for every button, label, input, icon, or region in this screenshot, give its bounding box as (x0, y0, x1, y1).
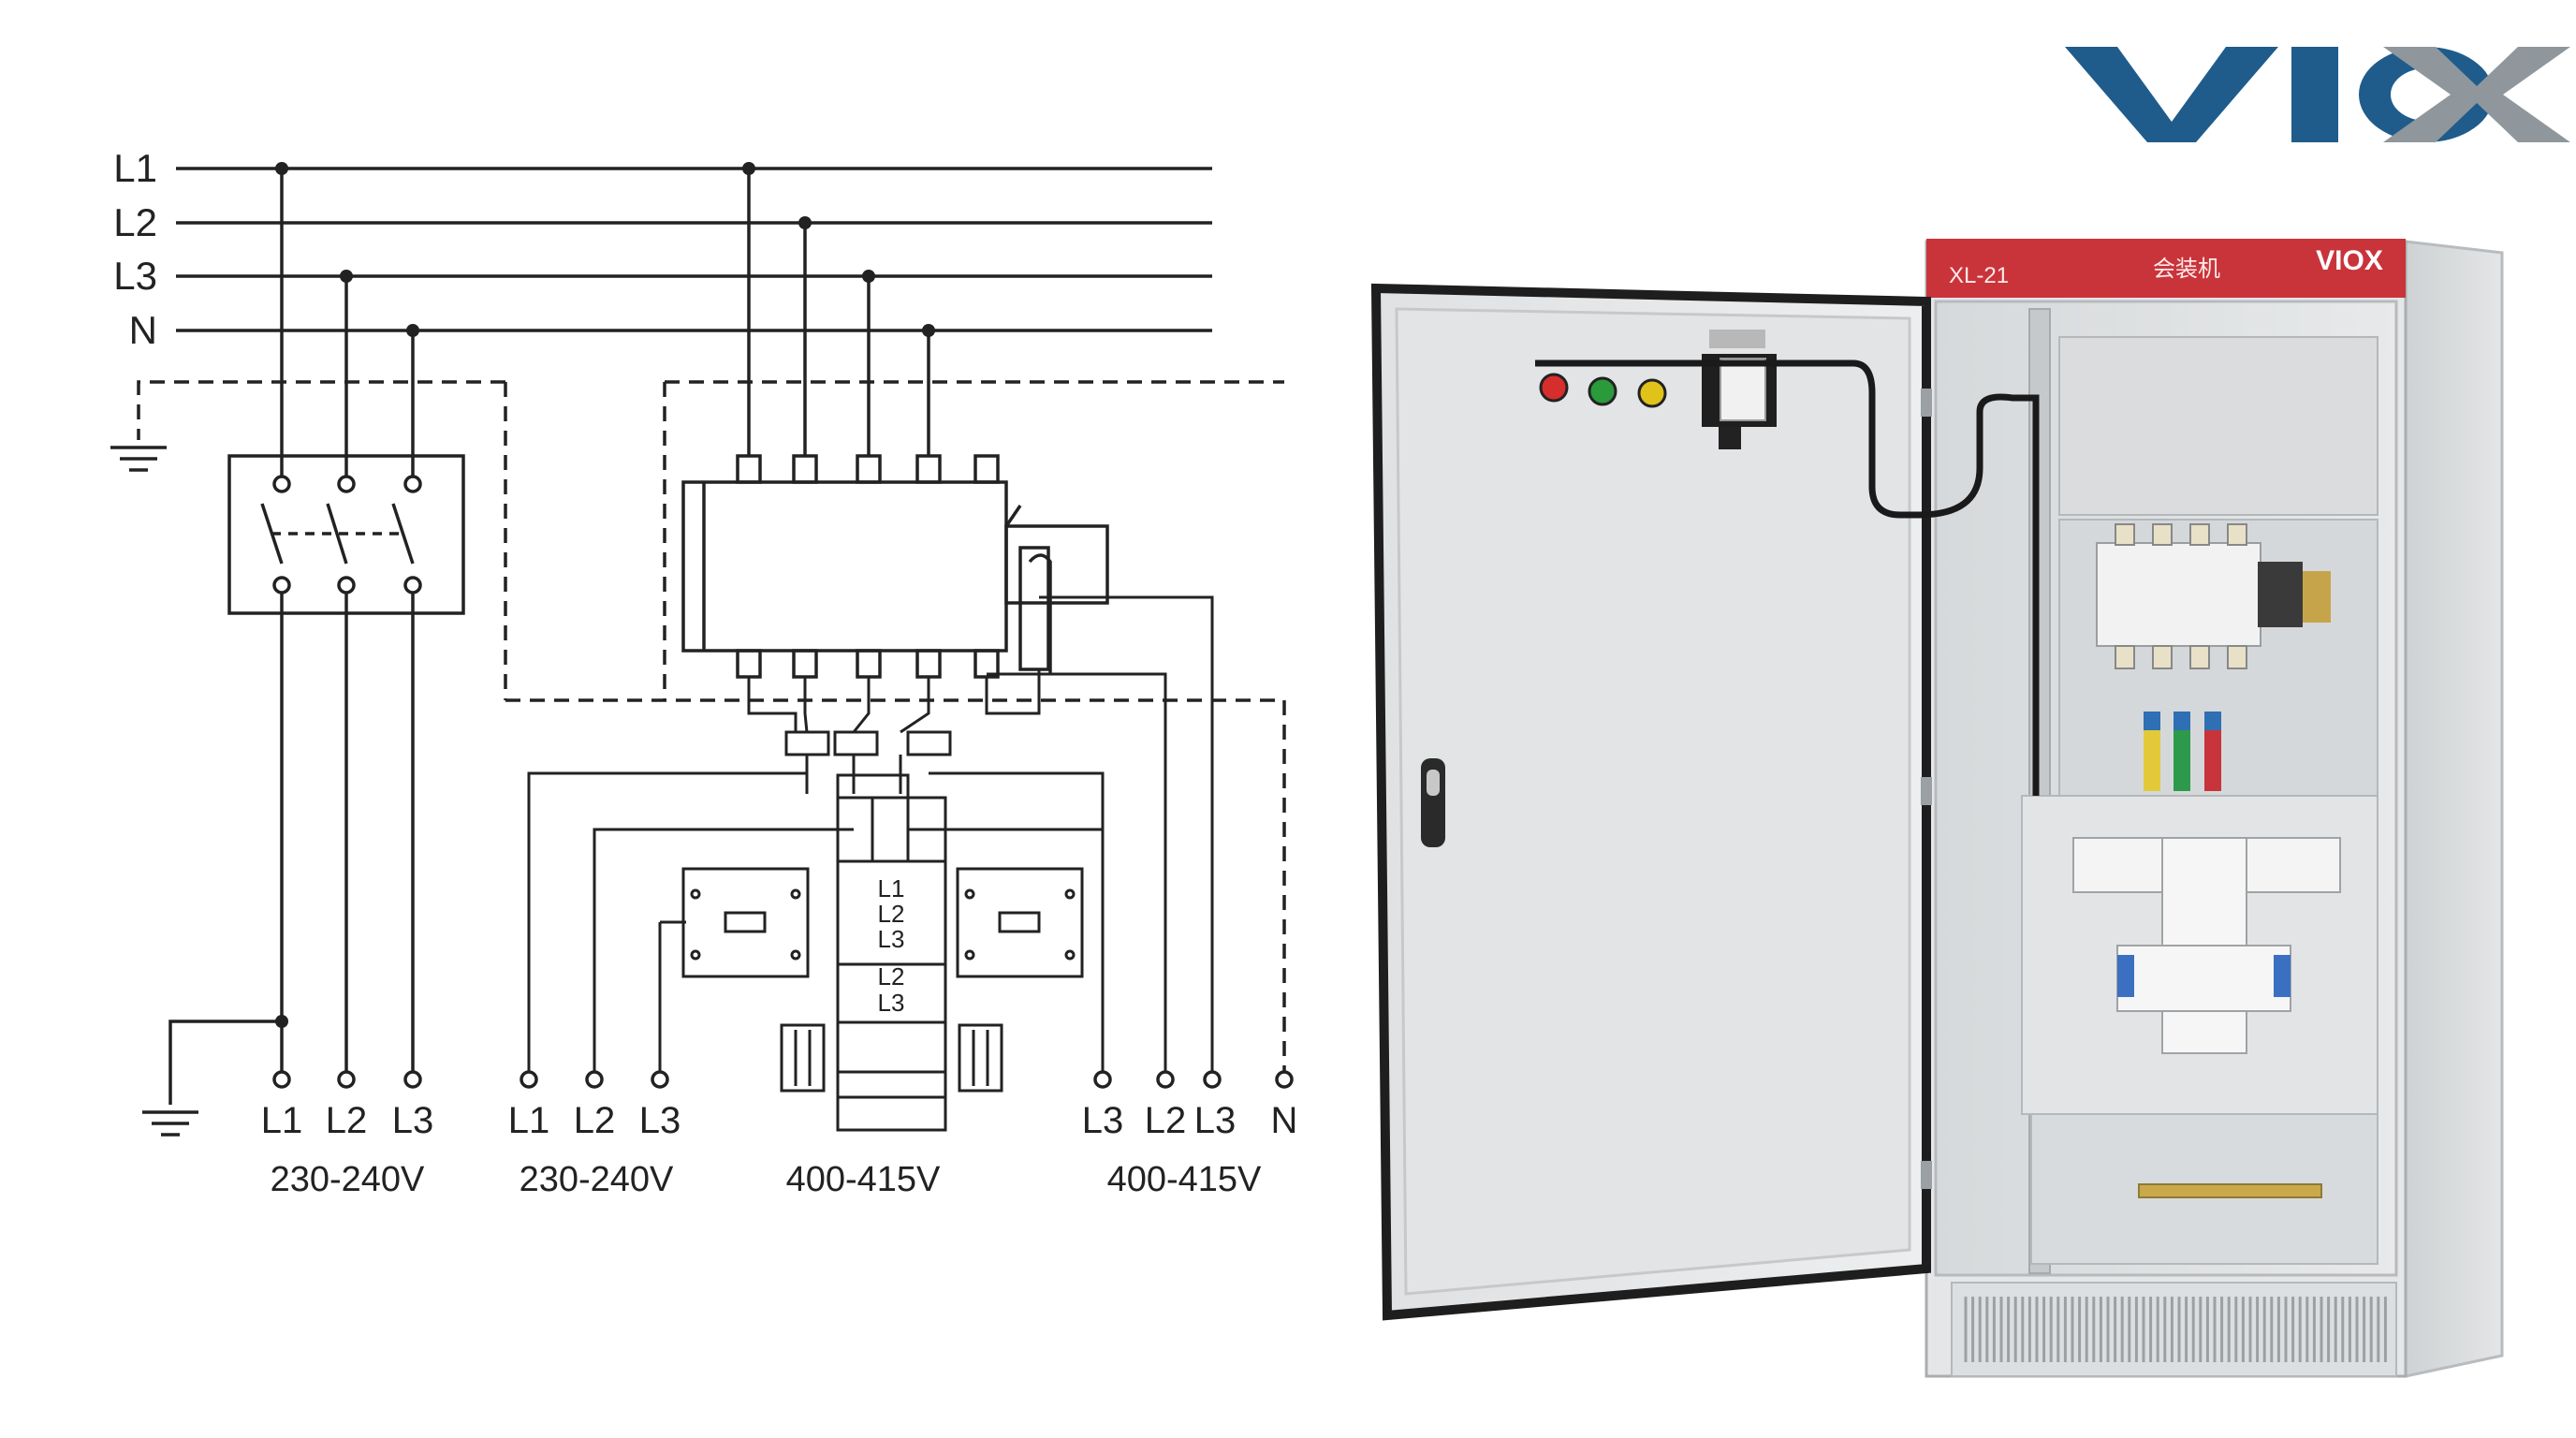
cabinet-breakers (2072, 837, 2341, 1054)
cabinet-cable-bundle (2144, 712, 2221, 791)
cabinet-wiring (1918, 393, 2040, 796)
cabinet-model: XL-21 (1949, 263, 2009, 288)
side-breaker-right (956, 867, 1084, 978)
viox-logo (2065, 47, 2570, 142)
breaker-label-5: L3 (878, 989, 905, 1017)
hinge-bottom (1921, 1161, 1932, 1189)
output-4-terminal-l3b: L3 (1194, 1100, 1237, 1141)
indicator-lights (1539, 373, 1667, 408)
voltage-labels: 230-240V 230-240V 400-415V 400-415V (271, 1160, 1262, 1199)
output-1-terminal-l3: L3 (392, 1100, 434, 1141)
ground-symbol-top (110, 380, 505, 472)
bus-label-l1: L1 (113, 146, 157, 190)
breaker-label-2: L2 (878, 900, 905, 928)
hinge-top (1921, 389, 1932, 417)
output-1-terminal-l2: L2 (326, 1100, 368, 1141)
output-2-terminal-l2: L2 (574, 1100, 616, 1141)
indicator-green-icon (1588, 376, 1617, 406)
breaker-stack (836, 796, 947, 1132)
output-terminal-labels: L1 L2 L3 L1 L2 L3 L3 L2 L3 N (261, 1100, 1298, 1141)
bus-label-l2: L2 (113, 200, 157, 244)
transformer-left (780, 1023, 826, 1093)
output-4-terminal-l2: L2 (1145, 1100, 1187, 1141)
bus-labels: L1 L2 L3 N (113, 146, 157, 352)
bus-label-n: N (129, 308, 157, 352)
cabinet-transfer-switch (2096, 523, 2331, 669)
breaker-label-1: L1 (878, 874, 905, 902)
terminal-circles (272, 1070, 1294, 1089)
transfer-output-wires (527, 595, 1214, 1072)
door-wiring (1535, 360, 1919, 519)
door-inner-panel (1395, 307, 1911, 1296)
voltage-label-1: 230-240V (271, 1160, 425, 1199)
breaker-label-3: L3 (878, 925, 905, 953)
output-4-terminal-l3a: L3 (1082, 1100, 1124, 1141)
hinge-middle (1921, 777, 1932, 805)
indicator-yellow-icon (1637, 378, 1667, 408)
voltage-label-4: 400-415V (1107, 1160, 1262, 1199)
output-2-terminal-l1: L1 (508, 1100, 550, 1141)
output-4-terminal-n: N (1271, 1100, 1298, 1141)
neutral-busbar (2138, 1183, 2322, 1198)
side-breaker-left (658, 867, 810, 1072)
junction-dots (275, 162, 935, 1028)
cabinet-side-panel (2404, 240, 2504, 1378)
indicator-red-icon (1539, 373, 1569, 403)
voltage-label-3: 400-415V (786, 1160, 941, 1199)
vent-slots (1964, 1297, 2387, 1362)
breaker-block-labels: L1 L2 L3 L2 L3 (878, 874, 905, 1017)
mounting-plate-top (2058, 336, 2378, 516)
wiring-diagram: L1 L2 L3 L2 L3 (110, 162, 1294, 1137)
ground-dashed-lines (504, 380, 1286, 1077)
transformer-right (958, 1023, 1003, 1093)
door-handle[interactable] (1421, 758, 1445, 847)
cabinet-header (1926, 239, 2406, 298)
output-1-terminal-l1: L1 (261, 1100, 303, 1141)
voltage-label-2: 230-240V (520, 1160, 674, 1199)
output-2-terminal-l3: L3 (639, 1100, 681, 1141)
cabinet-header-brand: VIOX (2316, 245, 2383, 276)
transfer-switch (681, 169, 1109, 679)
ground-symbol-bottom (142, 1020, 282, 1137)
three-pole-switch (227, 169, 465, 1072)
breaker-label-4: L2 (878, 962, 905, 990)
cabinet: XL-21 会装机 VIOX (1370, 239, 2504, 1378)
bus-label-l3: L3 (113, 254, 157, 298)
cabinet-header-text: 会装机 (2153, 257, 2220, 282)
